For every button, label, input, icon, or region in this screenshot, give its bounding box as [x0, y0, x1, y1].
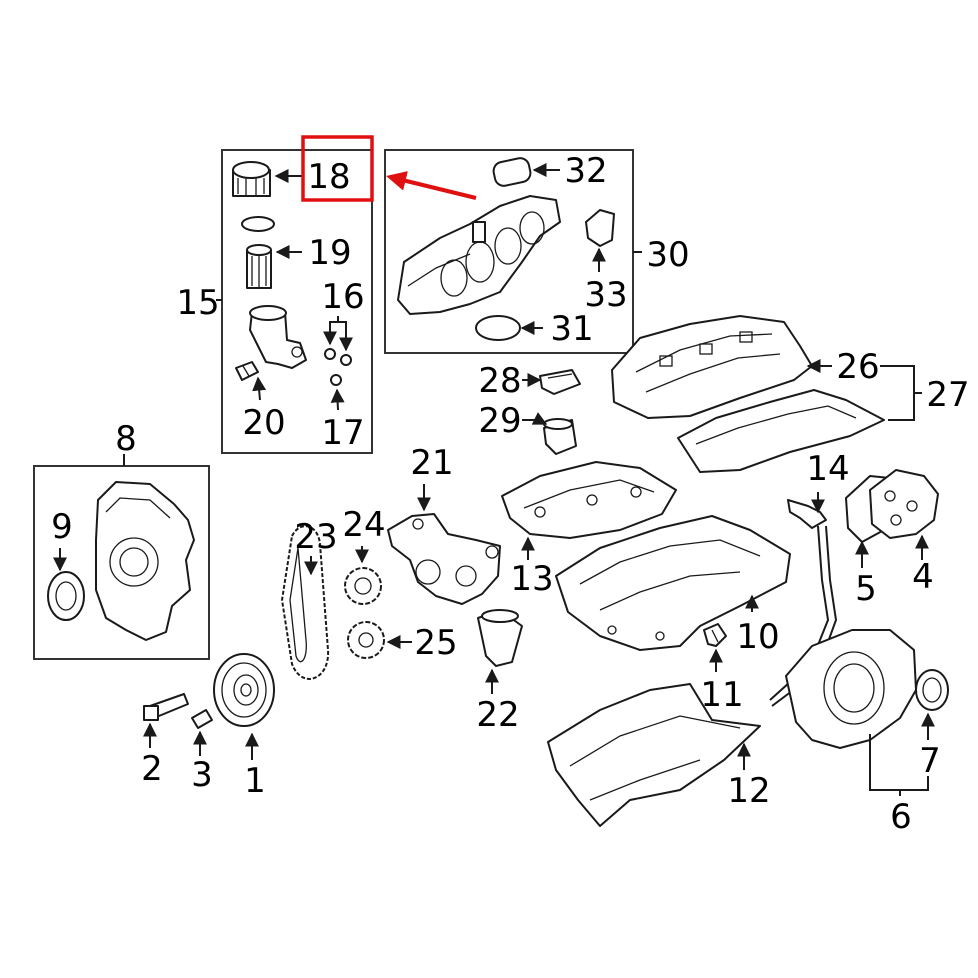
timing-cover	[95, 481, 195, 641]
callout-27: 27	[926, 375, 969, 415]
valve-cover-gasket	[677, 389, 885, 473]
callout-9: 9	[51, 507, 73, 547]
callout-20: 20	[242, 403, 285, 443]
oil-filter-element	[246, 244, 272, 289]
callout-22: 22	[476, 695, 519, 735]
callout-26: 26	[836, 347, 879, 387]
seal-17	[330, 374, 342, 386]
intake-manifold	[397, 195, 561, 315]
callout-32: 32	[564, 151, 607, 191]
oil-pump	[387, 513, 501, 605]
callout-30: 30	[646, 235, 689, 275]
callout-13: 13	[510, 559, 553, 599]
oil-filter-cap	[232, 161, 271, 197]
timing-sprocket-upper	[344, 567, 382, 605]
callout-17: 17	[321, 413, 364, 453]
callout-21: 21	[410, 443, 453, 483]
seal-16b	[340, 354, 352, 366]
oil-filter-cap-o-ring	[241, 216, 275, 232]
lower-oil-pan	[547, 683, 761, 827]
oil-pressure-sensor	[235, 361, 259, 381]
callout-33: 33	[584, 275, 627, 315]
rear-cover	[869, 469, 939, 539]
callout-7: 7	[919, 741, 941, 781]
manifold-bracket	[585, 209, 615, 247]
callout-31: 31	[550, 309, 593, 349]
oil-pickup-tube	[477, 609, 523, 667]
oil-filler-cap	[539, 369, 581, 395]
upper-oil-pan-baffle	[501, 461, 677, 539]
callout-5: 5	[855, 569, 877, 609]
highlight-arrow	[386, 171, 477, 200]
callout-28: 28	[478, 361, 521, 401]
intake-seal-ring	[475, 315, 521, 341]
oil-pan	[555, 515, 791, 651]
callout-1: 1	[244, 761, 266, 801]
throttle-gasket	[492, 157, 532, 187]
crankshaft-pulley	[213, 653, 275, 727]
front-crank-seal	[47, 571, 85, 621]
callout-8: 8	[115, 419, 137, 459]
callout-18: 18	[307, 157, 350, 197]
dowel-pin	[191, 709, 213, 729]
rear-main-seal-retainer	[785, 629, 917, 749]
callout-25: 25	[414, 623, 457, 663]
callout-16: 16	[321, 277, 364, 317]
callout-3: 3	[191, 755, 213, 795]
callout-14: 14	[806, 449, 849, 489]
drain-plug	[703, 623, 727, 647]
rear-main-seal	[915, 669, 949, 711]
seal-16a	[324, 348, 336, 360]
callout-29: 29	[478, 401, 521, 441]
callout-2: 2	[141, 749, 163, 789]
callout-12: 12	[727, 771, 770, 811]
highlight-box-18	[301, 135, 374, 202]
callout-15: 15	[176, 283, 219, 323]
callout-23: 23	[294, 517, 337, 557]
callout-24: 24	[342, 505, 385, 545]
timing-sprocket-lower	[347, 621, 385, 659]
oil-filter-group-box	[221, 149, 373, 454]
callout-19: 19	[308, 233, 351, 273]
callout-10: 10	[736, 617, 779, 657]
pulley-bolt	[143, 693, 189, 721]
timing-cover-group-box	[33, 465, 210, 660]
callout-4: 4	[912, 557, 934, 597]
oil-filter-housing	[249, 305, 307, 369]
callout-11: 11	[700, 675, 743, 715]
callout-6: 6	[890, 797, 912, 837]
oil-filler-neck	[543, 418, 577, 455]
